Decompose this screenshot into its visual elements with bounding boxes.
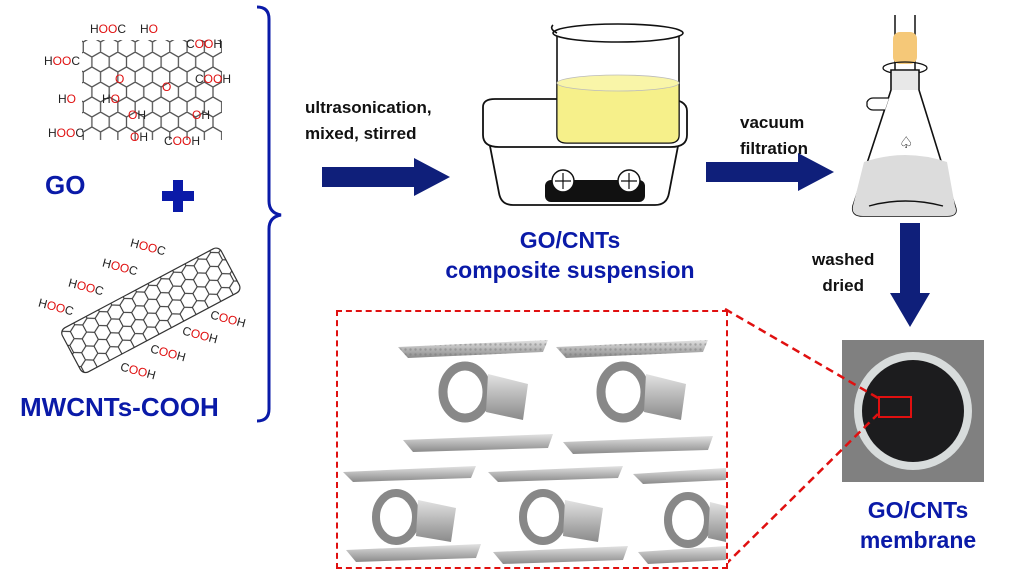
go-sheet [343,466,476,482]
nanotube-pair [372,489,456,545]
cork [893,32,917,64]
step2-line2: filtration [740,139,808,158]
hot-plate-stirrer-icon [482,23,688,206]
carbon-nanotube-icon [61,247,241,374]
nanotube-pair [519,489,603,545]
nanotube-pair [596,361,686,423]
go-sheet [488,466,623,482]
membrane-line2: membrane [859,527,977,553]
nanotube-pair [664,492,726,548]
mwcnt-label: MWCNTs-COOH [20,392,219,422]
go-sheet [556,340,708,358]
step1-line2: mixed, stirred [305,124,417,143]
filter-flask-icon: ♤ [851,15,957,217]
suspension-line2: composite suspension [445,257,695,283]
graphene-oxide-sheet-icon [82,40,222,140]
step2-label: vacuum filtration [740,110,808,162]
grouping-brace [256,5,282,423]
step1-label: ultrasonication, mixed, stirred [305,95,432,147]
nanotube-pair [438,361,528,423]
beaker-icon [550,23,684,144]
go-structure: HOOC HO COOH HOOC COOH O O HO HO OH OH H… [40,22,240,152]
go-sheet [346,544,481,562]
step3-line1: washed [812,250,875,269]
step1-line1: ultrasonication, [305,98,432,117]
step2-line1: vacuum [740,113,805,132]
magnified-region-box [878,396,912,418]
membrane-photo [842,340,984,482]
step3-label: washed dried [812,247,874,299]
suspension-label: GO/CNTs composite suspension [410,225,730,285]
membrane-label: GO/CNTs membrane [848,495,988,555]
go-sheet [638,546,726,564]
arrow-right-icon [706,153,834,191]
go-sheet [493,546,628,564]
mwcnt-structure: HOOC HOOC HOOC HOOC COOH COOH COOH COOH [20,230,270,383]
go-sheet [403,434,553,452]
step3-line2: dried [822,276,864,295]
arrow-down-icon [890,223,930,327]
suspension-line1: GO/CNTs [519,227,621,253]
layered-go-cnt-structure [343,340,726,564]
magnified-structure-panel [336,310,728,569]
go-sheet [633,468,726,484]
svg-text:♤: ♤ [899,133,913,152]
go-sheet [563,436,713,454]
membrane-line1: GO/CNTs [867,497,969,523]
plus-icon [162,180,194,212]
arrow-right-icon [322,158,450,196]
go-sheet [398,340,548,358]
go-label: GO [45,170,86,200]
